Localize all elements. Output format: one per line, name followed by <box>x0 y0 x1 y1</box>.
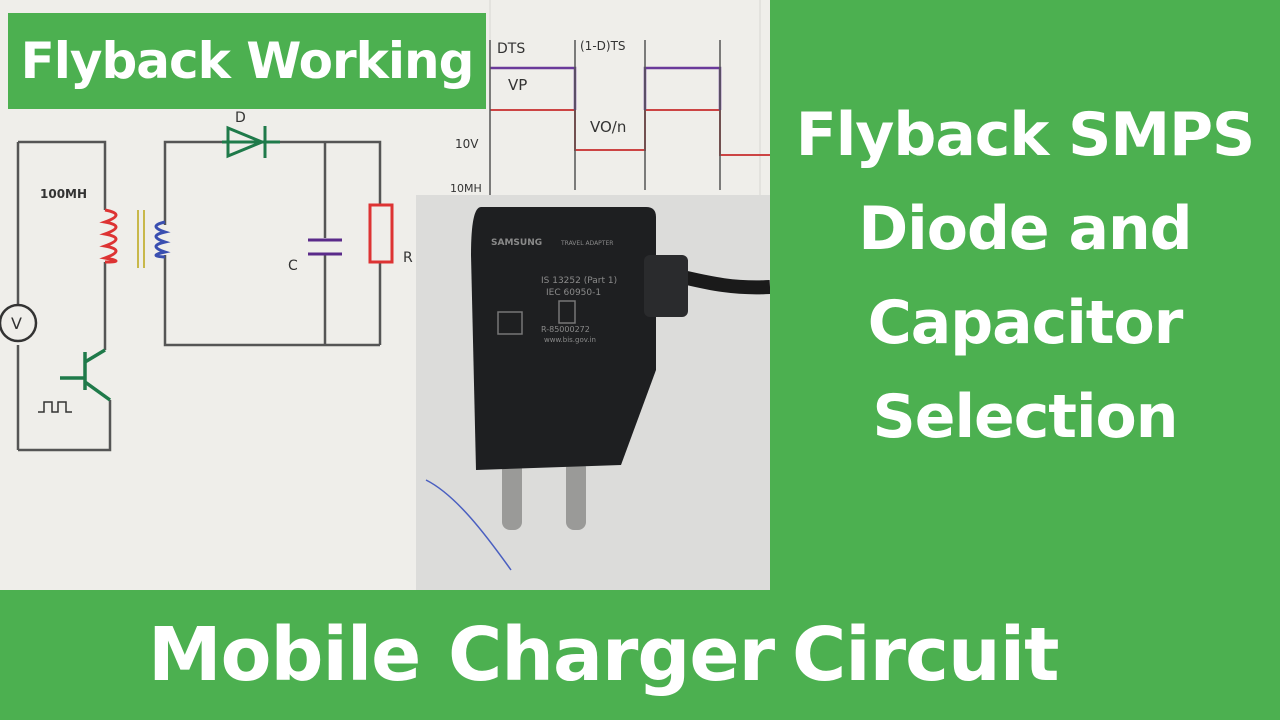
title-tag-label: Flyback Working <box>20 32 475 90</box>
bottom-word-charger: Charger <box>448 612 775 698</box>
inductance-label: 100MH <box>40 187 87 201</box>
circuit-sketch: DTS (1-D)TS VP VO/n 10V 10MH <box>0 0 770 590</box>
headline-line-4: Selection <box>872 382 1179 452</box>
ten-mh-label: 10MH <box>450 182 482 195</box>
transistor-symbol <box>60 348 112 402</box>
diode-symbol <box>222 125 280 159</box>
adapter-subtitle: TRAVEL ADAPTER <box>560 240 613 247</box>
adapter-reg: R-85000272 <box>541 325 590 334</box>
source-label: V <box>11 314 22 333</box>
bottom-banner <box>0 590 1280 720</box>
bottom-word-mobile: Mobile <box>148 612 421 698</box>
capacitor-label: C <box>288 258 298 274</box>
headline-line-3: Capacitor <box>867 288 1184 358</box>
adapter-iec: IEC 60950-1 <box>546 288 601 298</box>
diode-label: D <box>235 110 246 126</box>
title-tag: Flyback Working <box>8 13 486 109</box>
bottom-caption: Mobile Charger Circuit <box>0 600 1280 710</box>
ten-v-label: 10V <box>455 137 479 151</box>
adapter-url: www.bis.gov.in <box>544 336 596 344</box>
voltage-source <box>0 303 38 343</box>
resistor-label: R <box>403 250 413 266</box>
vo-n-label: VO/n <box>590 118 626 136</box>
headline-line-1: Flyback SMPS <box>795 100 1256 170</box>
bis-mark-icon <box>558 300 576 324</box>
one-minus-d-label: (1-D)TS <box>580 39 626 53</box>
capacitor-symbol <box>308 238 342 256</box>
headline: Flyback SMPS Diode and Capacitor Selecti… <box>770 88 1280 464</box>
charger-photo: SAMSUNG TRAVEL ADAPTER IS 13252 (Part 1)… <box>416 195 770 590</box>
dts-label: DTS <box>497 41 525 57</box>
adapter-is-code: IS 13252 (Part 1) <box>541 276 617 286</box>
pwm-pulse <box>38 401 72 413</box>
resistor-symbol <box>368 203 394 264</box>
adapter-brand: SAMSUNG <box>491 238 542 248</box>
secondary-coil <box>154 220 171 259</box>
primary-coil <box>99 208 118 264</box>
qr-code-icon <box>497 311 523 335</box>
vp-label: VP <box>508 76 527 94</box>
bottom-word-circuit: Circuit <box>792 612 1059 698</box>
headline-line-2: Diode and <box>858 194 1192 264</box>
